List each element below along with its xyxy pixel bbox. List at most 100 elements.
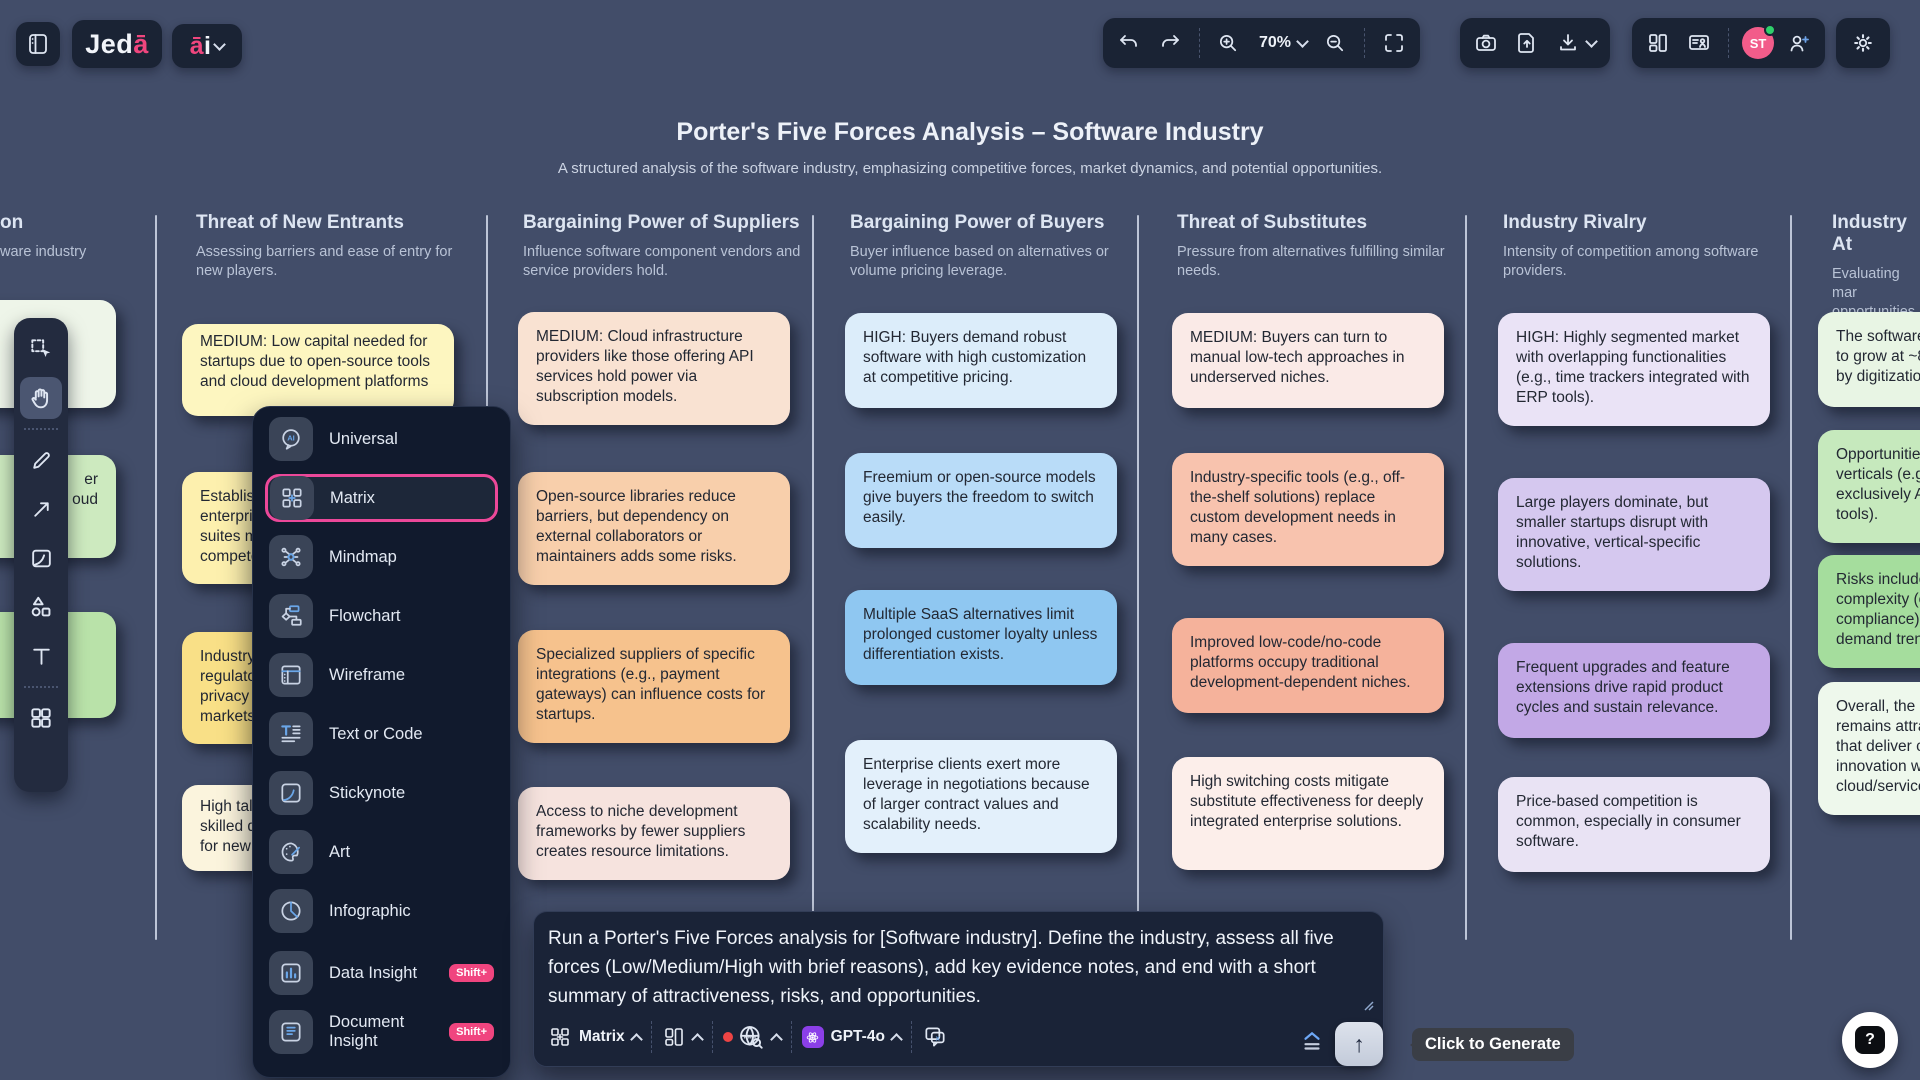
menu-item-flowchart[interactable]: Flowchart (265, 592, 498, 640)
menu-item-art[interactable]: Art (265, 828, 498, 876)
sticky-note[interactable]: Frequent upgrades and feature extensions… (1498, 643, 1770, 738)
zoom-in-button[interactable] (1213, 28, 1244, 59)
avatar[interactable]: ST (1742, 24, 1776, 59)
controls-divider (711, 1021, 713, 1053)
column-subtitle: Assessing barriers and ease of entry for… (196, 244, 453, 279)
menu-item-matrix[interactable]: Matrix (265, 474, 498, 522)
fullscreen-button[interactable] (1378, 27, 1410, 59)
menu-item-wireframe[interactable]: Wireframe (265, 651, 498, 699)
sidebar-toggle-button[interactable] (16, 22, 60, 66)
generate-button[interactable]: ↑ (1335, 1022, 1383, 1066)
sticky-note[interactable]: Opportunitie verticals (e.g exclusively … (1818, 430, 1920, 543)
menu-item-universal[interactable]: AI Universal (265, 415, 498, 463)
pen-tool[interactable] (20, 439, 62, 481)
settings-button[interactable] (1836, 18, 1890, 68)
layout-select[interactable] (652, 1025, 712, 1049)
zoom-level-dropdown[interactable]: 70% (1253, 30, 1311, 56)
invite-user-button[interactable] (1783, 27, 1815, 59)
svg-text:AI: AI (287, 434, 295, 443)
column-title: Industry At (1832, 212, 1907, 255)
hand-tool[interactable] (20, 377, 62, 419)
sticky-note[interactable]: Risks include complexity (e compliance) … (1818, 555, 1920, 668)
resize-grip[interactable] (1361, 998, 1375, 1017)
column-header-buyers: Bargaining Power of Buyers Buyer influen… (850, 212, 1130, 281)
chevron-up-icon (629, 1033, 643, 1046)
controls-divider (650, 1021, 652, 1053)
undo-button[interactable] (1113, 27, 1145, 59)
sticky-note[interactable]: HIGH: Highly segmented market with overl… (1498, 313, 1770, 426)
board-title: Porter's Five Forces Analysis – Software… (676, 118, 1264, 146)
ai-menu-button[interactable]: āi (172, 24, 242, 68)
menu-item-infographic[interactable]: Infographic (265, 887, 498, 935)
collab-toolbar: ST (1632, 18, 1825, 68)
sticky-note[interactable]: Specialized suppliers of specific integr… (518, 630, 790, 743)
sticky-note[interactable]: Large players dominate, but smaller star… (1498, 478, 1770, 591)
sticky-note[interactable]: HIGH: Buyers demand robust software with… (845, 313, 1117, 408)
column-header-substitutes: Threat of Substitutes Pressure from alte… (1177, 212, 1457, 281)
menu-item-label: Universal (329, 429, 398, 448)
column-title: Bargaining Power of Buyers (850, 212, 1105, 233)
web-search-select[interactable]: www (713, 1023, 791, 1051)
menu-item-label: Stickynote (329, 783, 406, 802)
template-label: Matrix (579, 1028, 625, 1045)
menu-item-text-or-code[interactable]: Text or Code (265, 710, 498, 758)
drawing-toolbar (14, 318, 68, 792)
universal-icon: AI (269, 417, 313, 461)
menu-item-mindmap[interactable]: Mindmap (265, 533, 498, 581)
sticky-note[interactable]: Price-based competition is common, espec… (1498, 777, 1770, 872)
sticky-note[interactable]: Industry-specific tools (e.g., off-the-s… (1172, 453, 1444, 566)
menu-item-stickynote[interactable]: Stickynote (265, 769, 498, 817)
wireframe-icon (269, 653, 313, 697)
import-file-button[interactable] (1511, 27, 1543, 59)
sticky-note[interactable]: MEDIUM: Buyers can turn to manual low-te… (1172, 313, 1444, 408)
sticky-note[interactable]: MEDIUM: Cloud infrastructure providers l… (518, 312, 790, 425)
sticky-note[interactable]: High switching costs mitigate substitute… (1172, 757, 1444, 870)
sticky-note[interactable]: Enterprise clients exert more leverage i… (845, 740, 1117, 853)
column-title: Threat of New Entrants (196, 212, 404, 233)
online-status-dot (1764, 24, 1776, 36)
sticky-note[interactable]: Freemium or open-source models give buye… (845, 453, 1117, 548)
sticky-note[interactable]: Access to niche development frameworks b… (518, 787, 790, 880)
sticky-note[interactable]: Overall, the s remains attra that delive… (1818, 682, 1920, 815)
svg-text:www: www (742, 1035, 756, 1041)
presentation-button[interactable] (1683, 27, 1715, 59)
menu-item-label: Art (329, 842, 351, 861)
template-select[interactable]: Matrix (546, 1025, 651, 1049)
translate-chat-button[interactable]: x (912, 1024, 958, 1050)
column-subtitle: Influence software component vendors and… (523, 244, 801, 279)
arrow-tool[interactable] (20, 488, 62, 530)
shapes-tool[interactable] (20, 586, 62, 628)
menu-item-label: Mindmap (329, 547, 397, 566)
column-title: Industry Rivalry (1503, 212, 1647, 233)
sticky-note[interactable]: Open-source libraries reduce barriers, b… (518, 472, 790, 585)
column-header-rivalry: Industry Rivalry Intensity of competitio… (1503, 212, 1783, 281)
matrix-icon (270, 476, 314, 520)
toolbar-divider (24, 428, 58, 430)
collapse-prompt-icon[interactable] (1299, 1029, 1325, 1060)
screenshot-button[interactable] (1470, 27, 1502, 59)
layout-panels-button[interactable] (1642, 27, 1674, 59)
prompt-input[interactable]: Run a Porter's Five Forces analysis for … (548, 928, 1334, 1007)
infographic-icon (269, 889, 313, 933)
sticky-note[interactable]: Multiple SaaS alternatives limit prolong… (845, 590, 1117, 685)
column-subtitle: Buyer influence based on alternatives or… (850, 244, 1109, 279)
menu-item-data-insight[interactable]: Data Insight Shift+ (265, 949, 498, 997)
zoom-out-button[interactable] (1320, 28, 1351, 59)
sticky-note[interactable]: Improved low-code/no-code platforms occu… (1172, 618, 1444, 713)
select-tool[interactable] (20, 328, 62, 370)
view-toolbar: 70% (1103, 18, 1421, 68)
menu-item-document-insight[interactable]: Document Insight Shift+ (265, 1008, 498, 1056)
frame-tool[interactable] (20, 537, 62, 579)
model-select[interactable]: GPT-4o (792, 1026, 911, 1048)
apps-grid-tool[interactable] (20, 697, 62, 739)
shortcut-badge: Shift+ (449, 1023, 494, 1041)
redo-button[interactable] (1154, 27, 1186, 59)
text-tool[interactable] (20, 635, 62, 677)
sticky-note[interactable]: The software to grow at ~8 by digitizati… (1818, 312, 1920, 407)
chevron-down-icon (1296, 34, 1309, 48)
jeda-logo-button[interactable]: Jedā (72, 20, 162, 68)
help-button[interactable]: ? (1842, 1012, 1898, 1068)
sticky-note[interactable]: MEDIUM: Low capital needed for startups … (182, 324, 454, 416)
menu-item-label: Flowchart (329, 606, 401, 625)
download-button[interactable] (1552, 27, 1600, 59)
